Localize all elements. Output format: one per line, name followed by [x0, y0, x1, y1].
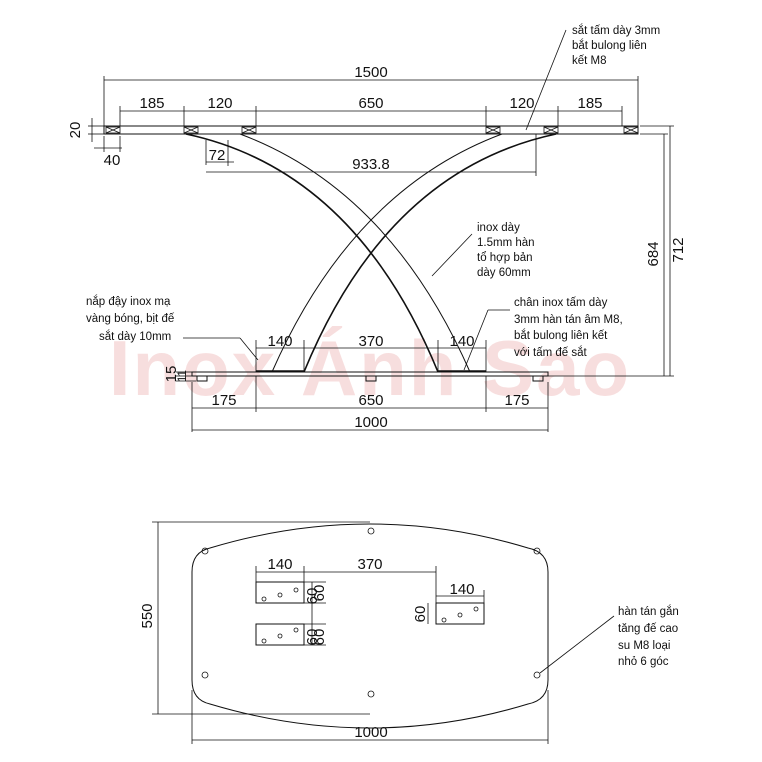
dim-370-plan: 370	[357, 556, 382, 573]
dim-140-foot-right: 140	[449, 333, 474, 350]
dim-684: 684	[645, 241, 662, 266]
foot-right	[532, 375, 544, 382]
dim-120-left: 120	[207, 95, 232, 112]
x-legs	[185, 133, 557, 373]
leg-plate-2	[255, 623, 305, 646]
svg-text:tăng đế cao: tăng đế cao	[618, 623, 678, 635]
foot-left	[196, 375, 208, 382]
dim-550: 550	[139, 603, 156, 628]
dim-185-left: 185	[139, 95, 164, 112]
hole-tl	[201, 547, 209, 555]
dim-11: 11	[177, 370, 189, 382]
svg-text:kết M8: kết M8	[572, 55, 607, 67]
base-plate-outline	[191, 523, 549, 729]
dim-933-8: 933.8	[352, 156, 390, 173]
svg-text:inox dày: inox dày	[477, 222, 520, 234]
leg-plate-1	[255, 581, 305, 604]
dim-185-right: 185	[577, 95, 602, 112]
dim-140-plan-right: 140	[449, 581, 474, 598]
dim-1000-plan: 1000	[354, 724, 387, 741]
dim-60-a: 60	[304, 588, 321, 605]
dim-650-top: 650	[358, 95, 383, 112]
svg-text:sắt tấm dày 3mm: sắt tấm dày 3mm	[572, 24, 660, 37]
dim-15: 15	[163, 366, 180, 383]
dim-175-left: 175	[211, 392, 236, 409]
dim-370-foot: 370	[358, 333, 383, 350]
svg-text:1.5mm hàn: 1.5mm hàn	[477, 237, 535, 249]
hole-tm	[367, 527, 375, 535]
dim-175-right: 175	[504, 392, 529, 409]
dim-60-d: 60	[311, 629, 328, 646]
dim-40: 40	[104, 152, 121, 169]
note-inox-leg: inox dày 1.5mm hàn tổ hợp bản dày 60mm	[477, 222, 535, 279]
svg-text:chân inox tấm dày: chân inox tấm dày	[514, 297, 608, 309]
dim-1000-base: 1000	[354, 414, 387, 431]
dim-650-bottom: 650	[358, 392, 383, 409]
svg-text:bắt bulong liên: bắt bulong liên	[572, 39, 647, 52]
watermark: Inox Ánh Sao	[109, 324, 631, 412]
dim-1500: 1500	[354, 64, 387, 81]
plan-view: 550 1000 140 370 140 60 60 60 60 60 hàn …	[139, 521, 679, 744]
svg-text:nắp đậy inox mạ: nắp đậy inox mạ	[86, 295, 171, 308]
leg-plate-3	[435, 602, 485, 625]
svg-text:với tấm đế sắt: với tấm đế sắt	[514, 346, 588, 359]
dim-140-plan-left: 140	[267, 556, 292, 573]
svg-text:sắt dày 10mm: sắt dày 10mm	[99, 330, 171, 343]
hole-tr	[533, 547, 541, 555]
dim-20: 20	[67, 122, 84, 139]
svg-text:tổ hợp bản: tổ hợp bản	[477, 252, 533, 264]
dim-60-c: 60	[304, 629, 321, 646]
top-plates	[105, 126, 639, 134]
dim-120-right: 120	[509, 95, 534, 112]
svg-text:nhỏ 6 góc: nhỏ 6 góc	[618, 656, 669, 668]
note-rubber-feet: hàn tán gắn tăng đế cao su M8 loại nhỏ 6…	[618, 605, 679, 668]
dim-60-e: 60	[412, 606, 429, 623]
dim-72: 72	[209, 147, 226, 164]
svg-text:su M8 loại: su M8 loại	[618, 640, 670, 652]
hole-br	[533, 671, 541, 679]
svg-text:vàng bóng, bịt đế: vàng bóng, bịt đế	[86, 313, 175, 325]
svg-text:dày 60mm: dày 60mm	[477, 267, 531, 279]
svg-text:bắt bulong liên kết: bắt bulong liên kết	[514, 329, 608, 342]
note-foot-plate: chân inox tấm dày 3mm hàn tán âm M8, bắt…	[514, 297, 623, 359]
dim-140-foot-left: 140	[267, 333, 292, 350]
svg-text:hàn tán gắn: hàn tán gắn	[618, 605, 679, 618]
note-cover-cap: nắp đậy inox mạ vàng bóng, bịt đế sắt dà…	[86, 295, 175, 343]
elevation-view: 1500 185 120 650 120 185 20 40 72 933.8	[67, 24, 687, 432]
dim-60-b: 60	[311, 585, 328, 602]
svg-text:3mm hàn tán âm M8,: 3mm hàn tán âm M8,	[514, 314, 623, 326]
note-steel-plate: sắt tấm dày 3mm bắt bulong liên kết M8	[572, 24, 660, 67]
dim-712: 712	[670, 237, 687, 262]
hole-bl	[201, 671, 209, 679]
foot-mid	[365, 375, 377, 382]
hole-bm	[367, 690, 375, 698]
